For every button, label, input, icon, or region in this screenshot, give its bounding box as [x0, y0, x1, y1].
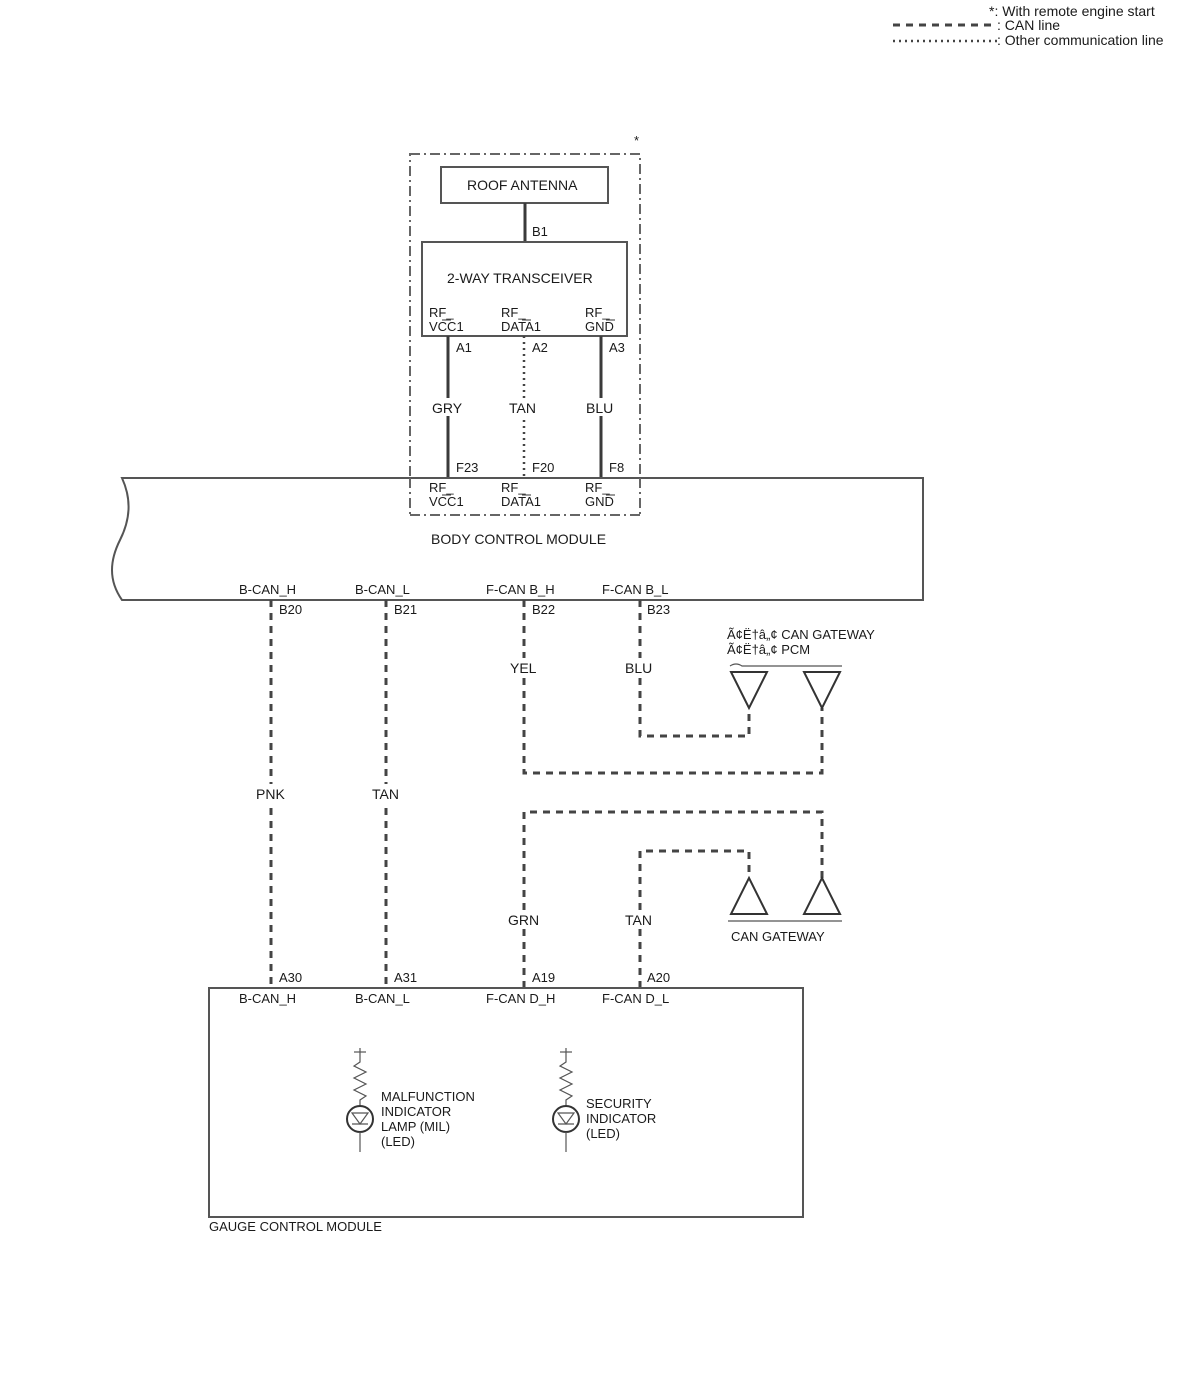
- upper-connector-label-pcm: Ã¢Ë†â„¢ PCM: [727, 642, 810, 657]
- transceiver-terminal-data1-prefix: RF_: [501, 305, 526, 320]
- bcm-terminal-b-can-l: B-CAN_L: [355, 582, 410, 597]
- upper-connector-group: Ã¢Ë†â„¢ CAN GATEWAY Ã¢Ë†â„¢ PCM: [727, 627, 875, 711]
- gauge-terminal-f-can-d-h: F-CAN D_H: [486, 991, 555, 1006]
- roof-antenna-label: ROOF ANTENNA: [467, 177, 578, 193]
- connector-triangle-icon: [802, 671, 842, 711]
- connector-triangle-icon: [802, 875, 842, 915]
- mil-label-line3: LAMP (MIL): [381, 1119, 450, 1134]
- wire-label-bg: [369, 784, 403, 802]
- transceiver-box: [421, 241, 628, 337]
- connector-triangle-icon: [729, 875, 769, 915]
- pin-f8: F8: [609, 460, 624, 475]
- gauge-control-module-box: [208, 987, 804, 1218]
- pin-a20: A20: [647, 970, 670, 985]
- wire-color-tan: TAN: [372, 786, 399, 802]
- antenna-pin-b1: B1: [532, 224, 548, 239]
- frame-asterisk: *: [634, 133, 639, 148]
- mil-label-line2: INDICATOR: [381, 1104, 451, 1119]
- bcm-terminal-gnd-name: GND: [585, 494, 614, 509]
- pin-b22: B22: [532, 602, 555, 617]
- pin-a3: A3: [609, 340, 625, 355]
- bcm-terminal-f-can-b-l: F-CAN B_L: [602, 582, 668, 597]
- mil-indicator: MALFUNCTION INDICATOR LAMP (MIL) (LED): [346, 1048, 475, 1152]
- led-diode-icon: [350, 1112, 370, 1126]
- legend-asterisk-note: *: With remote engine start: [989, 3, 1155, 19]
- transceiver-terminal-vcc1-prefix: RF_: [429, 305, 454, 320]
- security-indicator: SECURITY INDICATOR (LED): [552, 1048, 656, 1152]
- led-lamp-icon: [346, 1105, 374, 1133]
- wire-label-bg: [622, 910, 658, 928]
- wire-label-bg: [428, 398, 468, 416]
- connector-triangle-icon: [729, 671, 769, 711]
- wire-color-blu: BLU: [625, 660, 652, 676]
- resistor-icon: [558, 1048, 574, 1106]
- wire-label-bg: [506, 658, 542, 676]
- pin-a19: A19: [532, 970, 555, 985]
- wire-yel-f-can-b-h: [522, 600, 824, 775]
- legend: *: With remote engine start : CAN line :…: [893, 3, 1164, 48]
- mil-label-line4: (LED): [381, 1134, 415, 1149]
- security-label-line2: INDICATOR: [586, 1111, 656, 1126]
- lower-connector-label: CAN GATEWAY: [731, 929, 825, 944]
- upper-connector-label-gateway: Ã¢Ë†â„¢ CAN GATEWAY: [727, 627, 875, 642]
- wire-color-pnk: PNK: [256, 786, 285, 802]
- gauge-terminal-b-can-h: B-CAN_H: [239, 991, 296, 1006]
- wire-color-grn: GRN: [508, 912, 539, 928]
- wire-color-gry: GRY: [432, 400, 463, 416]
- bcm-terminal-f-can-b-h: F-CAN B_H: [486, 582, 555, 597]
- led-diode-icon: [556, 1112, 576, 1126]
- mil-label-line1: MALFUNCTION: [381, 1089, 475, 1104]
- bcm-terminal-b-can-h: B-CAN_H: [239, 582, 296, 597]
- wire-color-tan: TAN: [509, 400, 536, 416]
- body-control-module-box: [111, 477, 924, 601]
- bcm-terminal-vcc1-name: VCC1: [429, 494, 464, 509]
- pin-a1: A1: [456, 340, 472, 355]
- pin-b23: B23: [647, 602, 670, 617]
- wire-label-bg: [622, 658, 658, 676]
- transceiver-label: 2-WAY TRANSCEIVER: [447, 270, 593, 286]
- wire-color-blu: BLU: [586, 400, 613, 416]
- transceiver-terminal-gnd-prefix: RF_: [585, 305, 610, 320]
- bcm-terminal-gnd-prefix: RF_: [585, 480, 610, 495]
- bcm-label: BODY CONTROL MODULE: [431, 531, 606, 547]
- pin-b21: B21: [394, 602, 417, 617]
- pin-a31: A31: [394, 970, 417, 985]
- bcm-terminal-vcc1-prefix: RF_: [429, 480, 454, 495]
- transceiver-terminal-gnd-name: GND: [585, 319, 614, 334]
- pin-a30: A30: [279, 970, 302, 985]
- wire-color-yel: YEL: [510, 660, 537, 676]
- legend-other-line-label: : Other communication line: [997, 32, 1164, 48]
- wire-color-tan: TAN: [625, 912, 652, 928]
- legend-can-line-label: : CAN line: [997, 17, 1060, 33]
- wire-grn-f-can-d-h: [522, 810, 824, 988]
- wire-label-bg: [582, 398, 620, 416]
- wire-label-bg: [253, 784, 289, 802]
- security-label-line3: (LED): [586, 1126, 620, 1141]
- connector-brace: [729, 663, 842, 667]
- wire-label-bg: [506, 398, 542, 416]
- transceiver-terminal-data1-name: DATA1: [501, 319, 541, 334]
- bcm-terminal-data1-name: DATA1: [501, 494, 541, 509]
- roof-antenna-box: [440, 166, 609, 204]
- resistor-icon: [352, 1048, 368, 1106]
- wire-label-bg: [506, 910, 542, 928]
- gauge-terminal-b-can-l: B-CAN_L: [355, 991, 410, 1006]
- pin-a2: A2: [532, 340, 548, 355]
- transceiver-terminal-vcc1-name: VCC1: [429, 319, 464, 334]
- gauge-label: GAUGE CONTROL MODULE: [209, 1219, 382, 1234]
- pin-f20: F20: [532, 460, 554, 475]
- bcm-terminal-data1-prefix: RF_: [501, 480, 526, 495]
- led-lamp-icon: [552, 1105, 580, 1133]
- security-label-line1: SECURITY: [586, 1096, 652, 1111]
- pin-b20: B20: [279, 602, 302, 617]
- gauge-terminal-f-can-d-l: F-CAN D_L: [602, 991, 669, 1006]
- pin-f23: F23: [456, 460, 478, 475]
- lower-connector-group: CAN GATEWAY: [728, 875, 842, 944]
